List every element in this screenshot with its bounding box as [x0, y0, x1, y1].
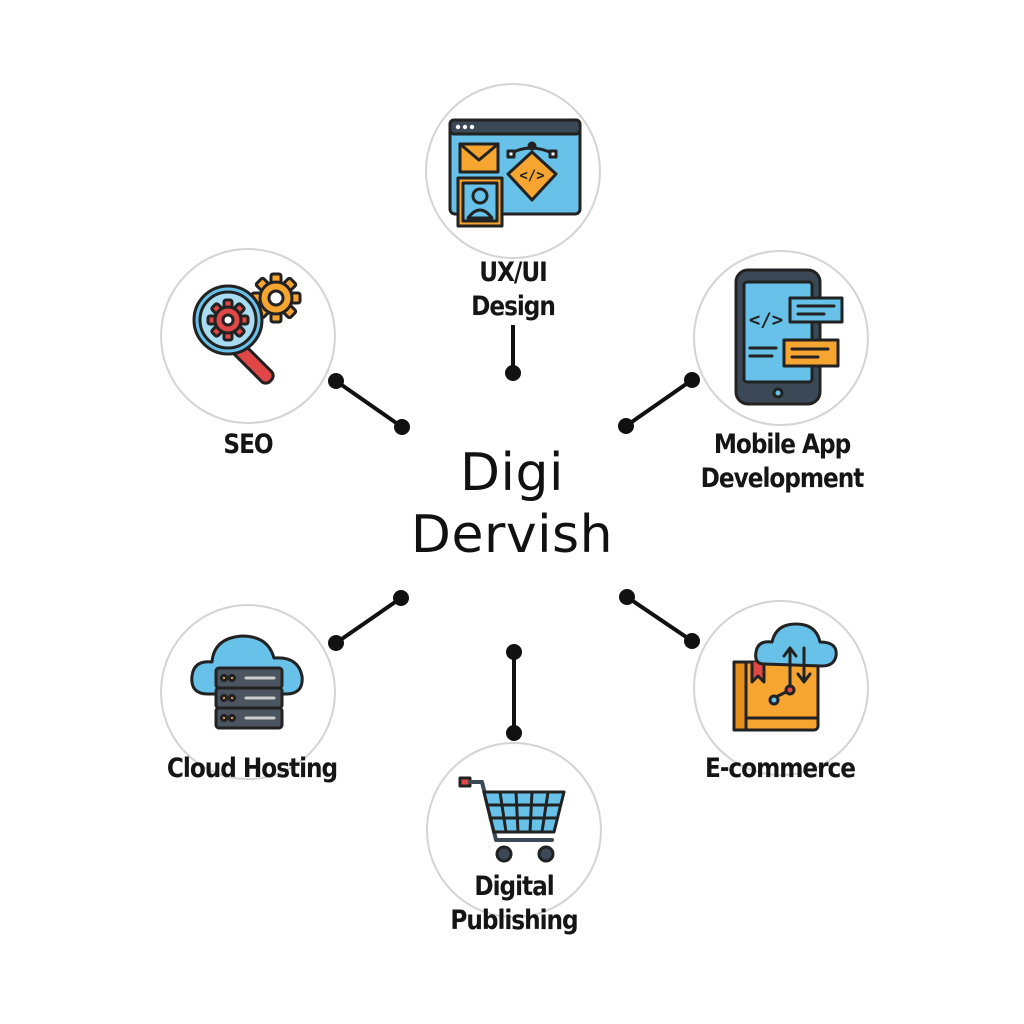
svg-text:</>: </>	[749, 309, 783, 331]
connector-ecommerce	[619, 589, 700, 649]
cloud-server-icon	[190, 634, 304, 730]
shopping-cart-icon	[458, 776, 566, 863]
ecommerce-label: E-commerce	[685, 752, 874, 786]
cloud-book-icon	[732, 622, 838, 732]
connector-uxui	[505, 325, 521, 381]
magnifier-gear-icon	[192, 272, 302, 385]
mobile-label-line2: Development	[700, 463, 865, 494]
smartphone-code-icon: </>	[734, 268, 844, 406]
connector-mobile	[618, 372, 700, 434]
connector-seo	[328, 373, 410, 435]
browser-design-icon: </>	[448, 118, 582, 228]
digital-label-line1: Digital	[474, 871, 554, 902]
digital-label-line2: Publishing	[450, 905, 578, 936]
svg-text:</>: </>	[519, 168, 544, 184]
center-title-line1: Digi	[460, 443, 564, 503]
center-title-line2: Dervish	[410, 505, 614, 565]
digital-label: Digital Publishing	[428, 870, 600, 938]
uxui-label-line1: UX/UI	[479, 257, 548, 288]
connector-cloud	[328, 590, 409, 651]
seo-label-line1: SEO	[223, 429, 273, 460]
cloud-label-line1: Cloud Hosting	[166, 753, 338, 784]
seo-label: SEO	[162, 428, 334, 462]
ecommerce-label-line1: E-commerce	[704, 753, 856, 784]
connector-digital	[506, 644, 522, 741]
cloud-label: Cloud Hosting	[149, 752, 355, 786]
mobile-label-line1: Mobile App	[713, 429, 851, 460]
uxui-label-line2: Design	[471, 291, 556, 322]
uxui-label: UX/UI Design	[427, 256, 599, 324]
mobile-label: Mobile App Development	[679, 428, 885, 496]
